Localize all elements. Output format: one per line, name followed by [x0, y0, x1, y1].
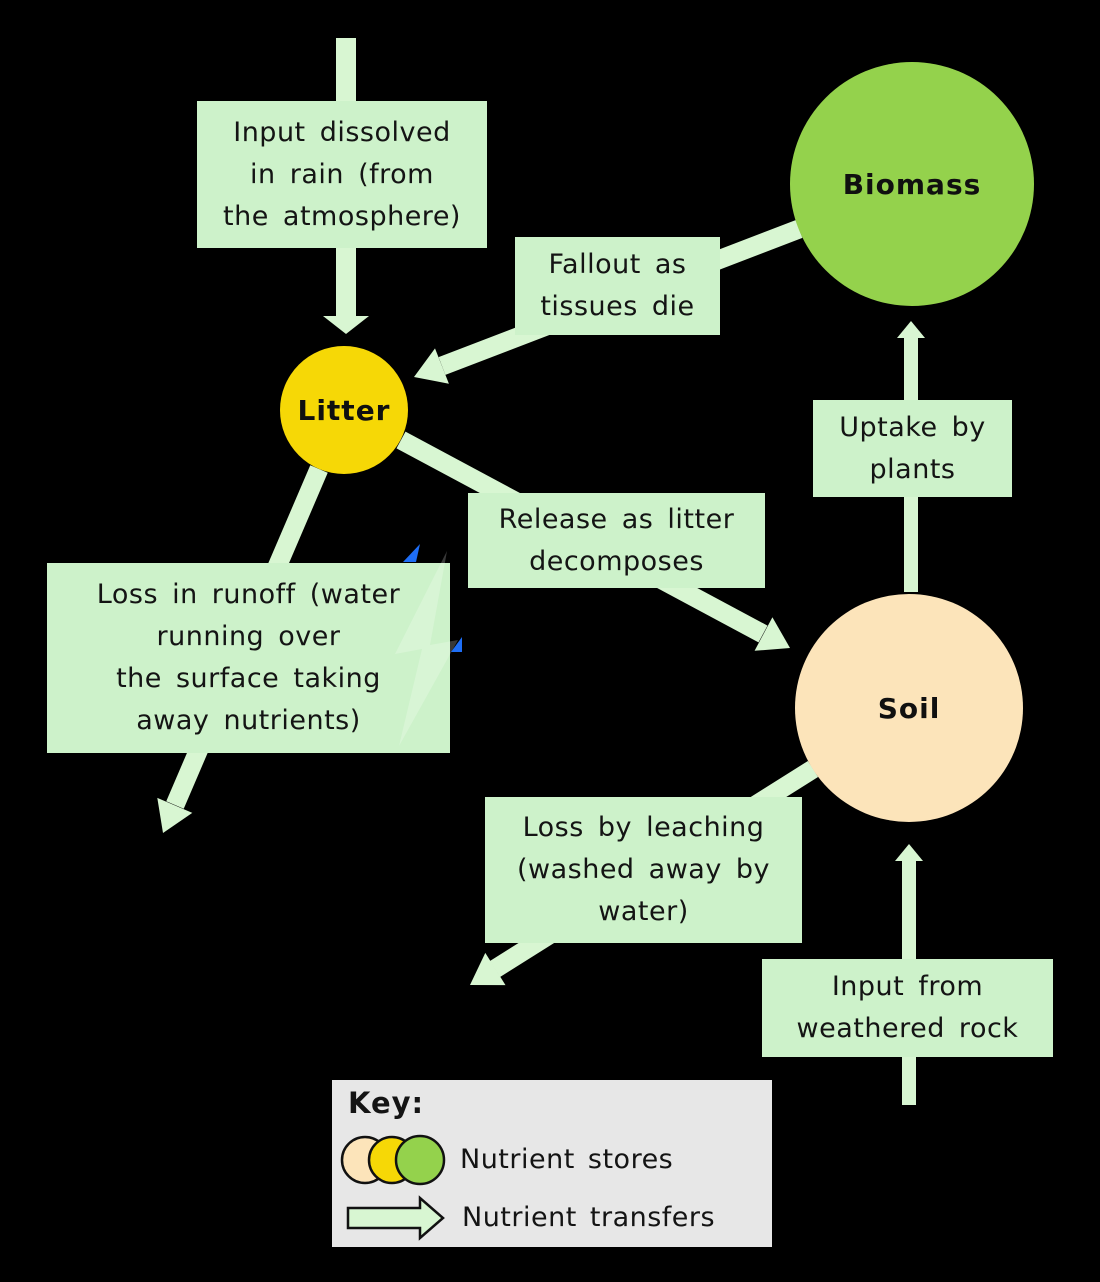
key-stores-label: Nutrient stores — [460, 1144, 674, 1175]
store-soil: Soil — [795, 594, 1023, 822]
soil-label: Soil — [877, 691, 941, 725]
label-box-runoff: Loss in runoff (water running over the s… — [47, 563, 450, 753]
litter-label: Litter — [297, 393, 391, 427]
key-transfer-arrow-icon — [346, 1195, 445, 1241]
label-box-leaching: Loss by leaching (washed away by water) — [485, 797, 802, 943]
store-litter: Litter — [280, 346, 408, 474]
runoff-label: Loss in runoff (water running over the s… — [96, 579, 401, 736]
label-box-fallout: Fallout as tissues die — [515, 237, 720, 335]
key-icons — [340, 1134, 446, 1241]
key-store-biomass-icon — [394, 1134, 446, 1186]
leaching-label: Loss by leaching (washed away by water) — [516, 812, 771, 927]
key-title: Key: — [348, 1086, 425, 1120]
label-box-uptake: Uptake by plants — [813, 400, 1012, 497]
fallout-label: Fallout as tissues die — [540, 249, 695, 322]
key-transfers-label: Nutrient transfers — [462, 1202, 716, 1233]
weathering-label: Input from weathered rock — [796, 971, 1019, 1044]
uptake-label: Uptake by plants — [839, 411, 986, 485]
label-box-release: Release as litter decomposes — [468, 493, 765, 588]
label-box-weathering: Input from weathered rock — [762, 959, 1053, 1057]
biomass-label: Biomass — [842, 167, 982, 201]
key-panel: Key: Nutrient stores Nutrient transfers — [332, 1080, 772, 1247]
store-biomass: Biomass — [790, 62, 1034, 306]
release-label: Release as litter decomposes — [498, 503, 735, 577]
rain-input-label: Input dissolved in rain (from the atmosp… — [223, 116, 461, 232]
label-box-rain-input: Input dissolved in rain (from the atmosp… — [197, 101, 487, 248]
